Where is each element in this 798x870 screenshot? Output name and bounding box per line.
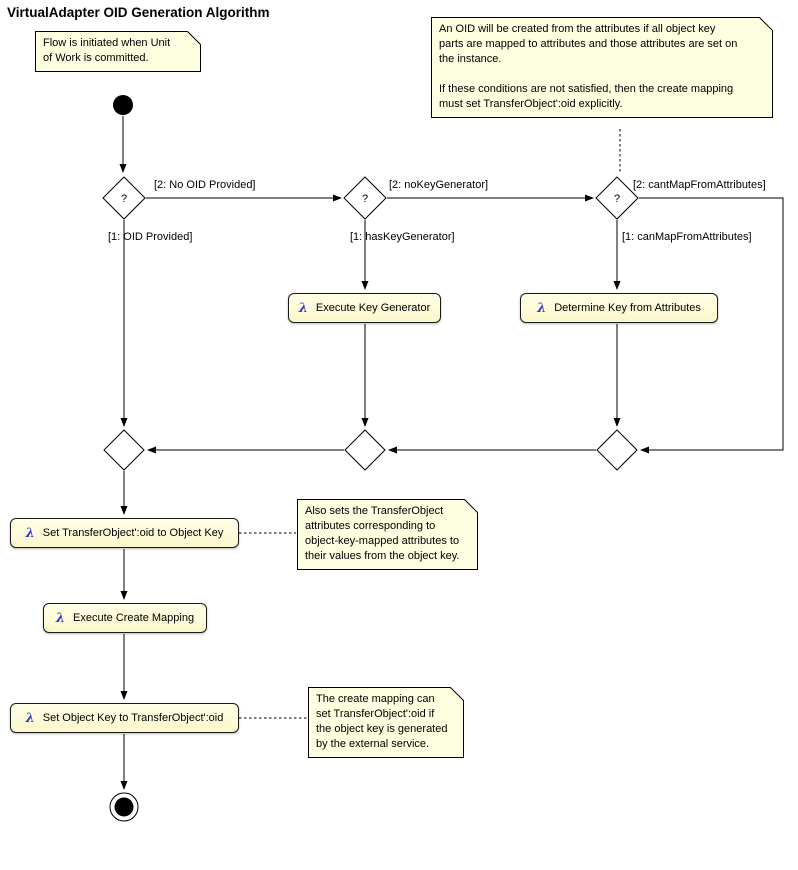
decision3-question-mark: ? — [614, 193, 620, 205]
activity-label: Execute Create Mapping — [73, 612, 195, 624]
activity-label: Set TransferObject':oid to Object Key — [42, 527, 224, 539]
decision1-oid-provided[interactable] — [102, 176, 146, 220]
merge-middle[interactable] — [344, 429, 386, 471]
note-text: The create mapping can set TransferObjec… — [316, 693, 448, 750]
lambda-icon: λ — [25, 710, 35, 726]
guard-cant-map-from-attributes: [2: cantMapFromAttributes] — [633, 179, 766, 191]
guard-has-key-generator: [1: hasKeyGenerator] — [350, 231, 455, 243]
decision3-map-from-attributes[interactable] — [595, 176, 639, 220]
merge-left[interactable] — [103, 429, 145, 471]
note-fold-icon — [463, 498, 479, 514]
activity-label: Determine Key from Attributes — [554, 302, 701, 314]
final-node-core — [114, 797, 134, 817]
guard-no-key-generator: [2: noKeyGenerator] — [389, 179, 489, 191]
activity-set-oid-to-object-key[interactable]: λ Set TransferObject':oid to Object Key — [10, 518, 239, 548]
guard-can-map-from-attributes: [1: canMapFromAttributes] — [622, 231, 752, 243]
guard-oid-provided: [1: OID Provided] — [108, 231, 193, 243]
note-text: An OID will be created from the attribut… — [439, 23, 738, 110]
note-fold-icon — [186, 30, 202, 46]
decision1-question-mark: ? — [121, 193, 127, 205]
note-oid-creation[interactable]: An OID will be created from the attribut… — [431, 16, 774, 118]
activity-set-object-key-to-oid[interactable]: λ Set Object Key to TransferObject':oid — [10, 703, 239, 733]
note-also-sets[interactable]: Also sets the TransferObject attributes … — [297, 498, 479, 570]
merge-right[interactable] — [596, 429, 638, 471]
note-text: Flow is initiated when Unit of Work is c… — [43, 37, 171, 64]
activity-determine-key-from-attributes[interactable]: λ Determine Key from Attributes — [520, 293, 718, 323]
lambda-icon: λ — [55, 610, 66, 626]
note-fold-icon — [449, 686, 465, 702]
activity-execute-key-generator[interactable]: λ Execute Key Generator — [288, 293, 441, 323]
note-fold-icon — [758, 16, 774, 32]
decision2-question-mark: ? — [362, 193, 368, 205]
guard-no-oid-provided: [2: No OID Provided] — [154, 179, 256, 191]
activity-label: Set Object Key to TransferObject':oid — [42, 712, 224, 724]
lambda-icon: λ — [25, 525, 35, 541]
lambda-icon: λ — [298, 300, 308, 316]
note-text: Also sets the TransferObject attributes … — [305, 505, 460, 562]
activity-execute-create-mapping[interactable]: λ Execute Create Mapping — [43, 603, 207, 633]
initial-node[interactable] — [113, 95, 133, 115]
activity-label: Execute Key Generator — [315, 302, 431, 314]
lambda-icon: λ — [537, 300, 547, 316]
decision2-key-generator[interactable] — [343, 176, 387, 220]
note-flow-initiated[interactable]: Flow is initiated when Unit of Work is c… — [35, 30, 202, 72]
note-create-mapping[interactable]: The create mapping can set TransferObjec… — [308, 686, 465, 758]
diagram-title: VirtualAdapter OID Generation Algorithm — [7, 5, 270, 20]
edge-decision3-to-merge-right — [639, 197, 784, 454]
